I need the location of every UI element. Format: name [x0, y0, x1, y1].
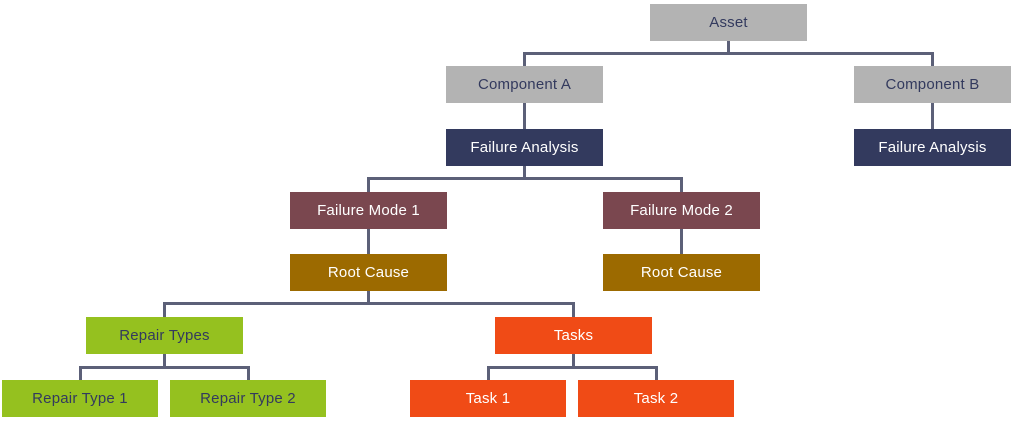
connector-line: [572, 352, 575, 368]
connector-line: [367, 227, 370, 256]
connector-line: [523, 101, 526, 131]
connector-line: [367, 177, 370, 194]
connector-line: [163, 302, 166, 319]
connector-line: [931, 52, 934, 68]
node-failure-mode-2: Failure Mode 2: [603, 192, 760, 229]
node-failure-analysis-b: Failure Analysis: [854, 129, 1011, 166]
node-tasks: Tasks: [495, 317, 652, 354]
node-repair-type-2: Repair Type 2: [170, 380, 326, 417]
connector-line: [523, 52, 526, 68]
connector-line: [487, 366, 490, 382]
connector-line: [523, 52, 934, 55]
node-failure-analysis-a: Failure Analysis: [446, 129, 603, 166]
node-task-1: Task 1: [410, 380, 566, 417]
node-task-2: Task 2: [578, 380, 734, 417]
node-asset: Asset: [650, 4, 807, 41]
connector-line: [367, 289, 370, 304]
node-repair-type-1: Repair Type 1: [2, 380, 158, 417]
connector-line: [931, 101, 934, 131]
connector-line: [655, 366, 658, 382]
connector-line: [367, 177, 683, 180]
node-repair-types: Repair Types: [86, 317, 243, 354]
connector-line: [572, 302, 575, 319]
connector-line: [680, 177, 683, 194]
connector-line: [727, 38, 730, 54]
node-root-cause-2: Root Cause: [603, 254, 760, 291]
connector-line: [163, 302, 575, 305]
connector-line: [680, 227, 683, 256]
node-failure-mode-1: Failure Mode 1: [290, 192, 447, 229]
connector-line: [79, 366, 82, 382]
node-component-a: Component A: [446, 66, 603, 103]
node-component-b: Component B: [854, 66, 1011, 103]
connector-line: [79, 366, 250, 369]
connector-line: [247, 366, 250, 382]
connector-line: [523, 164, 526, 180]
node-root-cause-1: Root Cause: [290, 254, 447, 291]
connector-line: [487, 366, 658, 369]
connector-line: [163, 352, 166, 368]
